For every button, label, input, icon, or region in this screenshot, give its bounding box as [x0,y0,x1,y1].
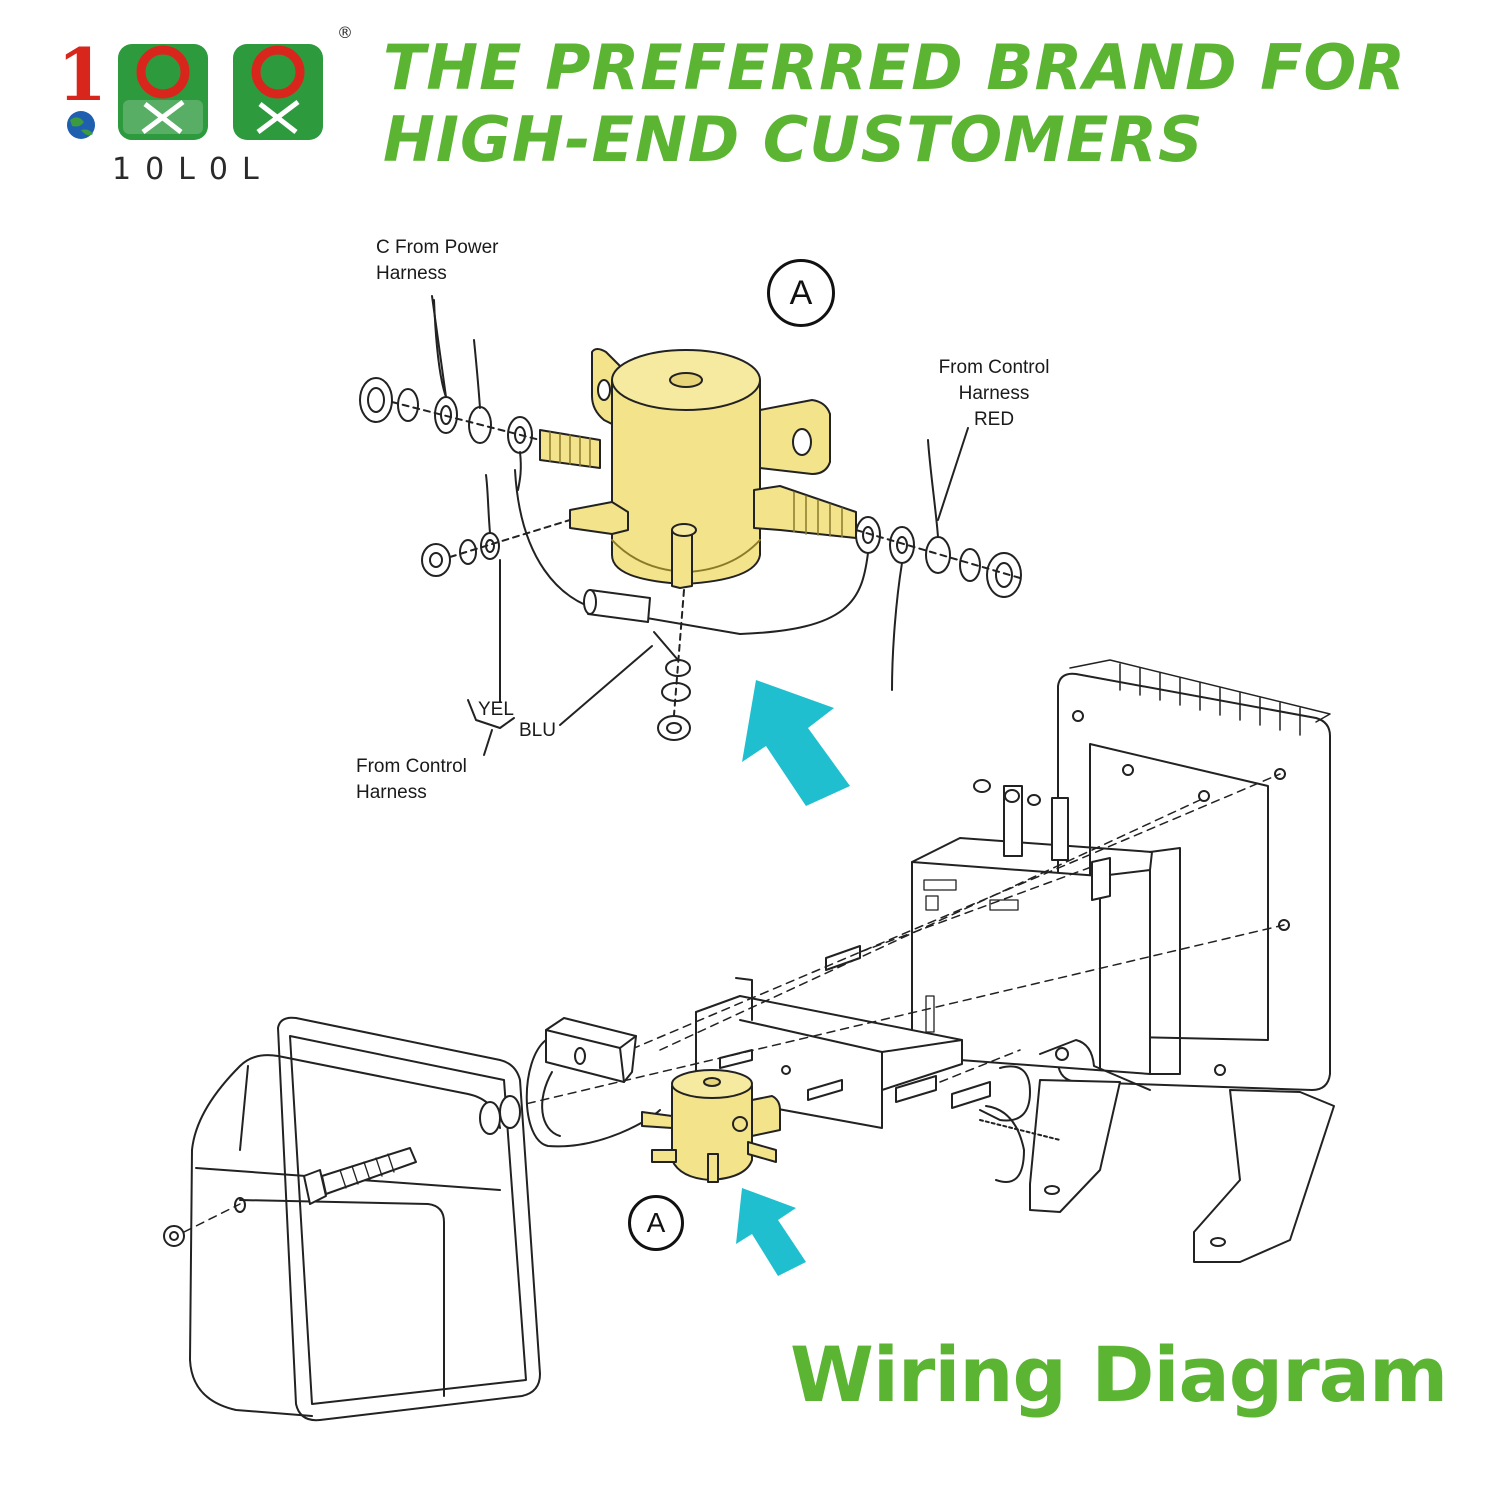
headline-line-2: HIGH-END CUSTOMERS [383,103,1204,176]
headline-line-1: THE PREFERRED BRAND FOR [383,31,1406,104]
controller-assembly [183,659,1335,1263]
cyan-arrow-top [742,680,850,806]
right-hardware-stack [739,439,1022,691]
bottom-solenoid [641,1069,781,1183]
label-power-harness: C From Power Harness [376,235,498,287]
left-hardware-stack [359,299,541,491]
label-control-harness-line-1: From Control [356,756,467,777]
label-control-harness-red-line-2: Harness [958,383,1030,404]
label-control-harness-red-line-3: RED [973,409,1015,430]
label-control-harness-red: From Control Harness RED [932,355,1056,433]
headline: THE PREFERRED BRAND FOR HIGH-END CUSTOME… [383,32,1473,176]
label-control-harness-line-2: Harness [356,782,427,803]
motor-housing [163,1016,541,1422]
callout-a-bottom: A [628,1195,684,1251]
label-control-harness-red-line-1: From Control [938,357,1050,378]
label-control-harness: From Control Harness [356,754,467,806]
label-wire-blu: BLU [519,720,556,741]
brand-name: 10L0L [112,152,273,187]
label-power-harness-line-1: C From Power [376,237,499,258]
small-switch-box [525,1017,661,1148]
label-wire-yel: YEL [478,699,514,720]
label-power-harness-line-2: Harness [376,263,447,284]
wiring-diagram-title: Wiring Diagram [790,1330,1448,1419]
cyan-arrow-bottom [736,1188,806,1276]
registered-mark: ® [337,23,353,42]
brand-logo: 1 ® [55,22,355,192]
logo-mark: 1 ® [57,23,353,140]
svg-text:1: 1 [57,32,107,117]
callout-a-top: A [767,259,835,327]
top-solenoid-assembly [359,295,1022,756]
